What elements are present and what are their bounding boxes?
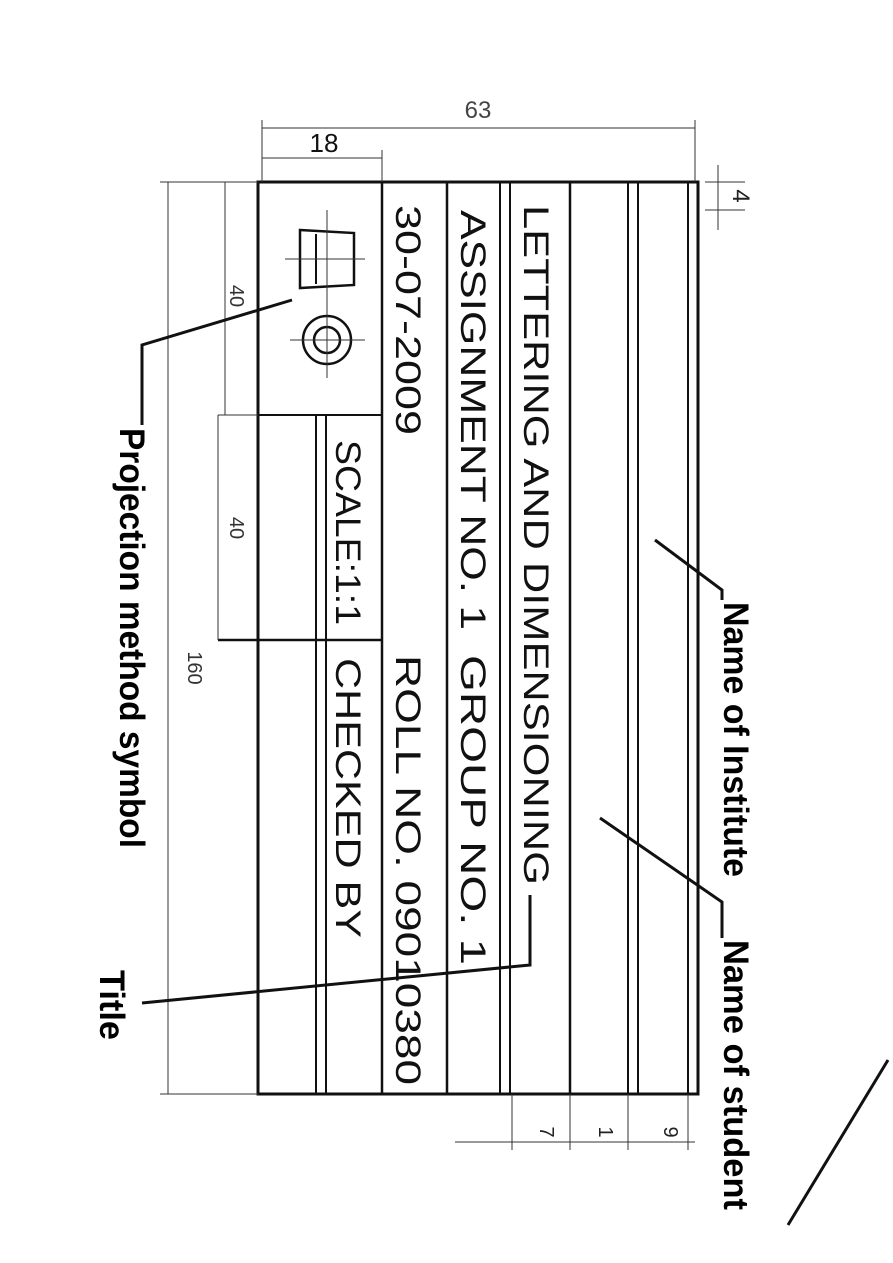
callout-projection-method-symbol: Projection method symbol xyxy=(112,428,151,848)
dimension-4: 4 xyxy=(727,189,754,202)
group-text: GROUP NO. 1 xyxy=(453,655,492,965)
dimension-63: 63 xyxy=(465,97,492,124)
title-block-border xyxy=(256,180,700,1096)
roll-text: ROLL NO. 09010380 xyxy=(388,655,427,1085)
dimension-7: 7 xyxy=(535,1126,557,1137)
title-block xyxy=(218,180,700,1096)
projection-symbol-icon xyxy=(285,210,365,378)
dimension-18: 18 xyxy=(310,128,339,158)
callout-leaders xyxy=(140,298,890,1226)
date-text: 30-07-2009 xyxy=(388,205,427,435)
dimension-40-symbol: 40 xyxy=(225,285,247,307)
dimension-9: 9 xyxy=(659,1126,681,1137)
callout-name-of-student: Name of student xyxy=(716,940,755,1210)
dimension-160: 160 xyxy=(183,651,205,684)
title-text: LETTERING AND DIMENSIONING xyxy=(516,205,555,885)
checked-by-text: CHECKED BY xyxy=(328,658,367,938)
dimension-40-scale: 40 xyxy=(225,517,247,539)
dimension-1: 1 xyxy=(594,1126,616,1137)
dimension-lines xyxy=(160,120,745,1150)
assignment-text: ASSIGNMENT NO. 1 xyxy=(453,210,492,630)
callout-title: Title xyxy=(92,970,131,1040)
scale-text: SCALE:1:1 xyxy=(328,440,367,625)
callout-name-of-institute: Name of Institute xyxy=(716,602,755,877)
